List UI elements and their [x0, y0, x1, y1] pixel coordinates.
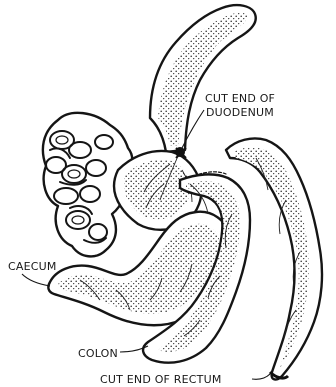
label-rectum-text: CUT END OF RECTUM: [100, 373, 222, 386]
label-duodenum-line2: DUODENUM: [206, 106, 274, 119]
duodenum-loop: [150, 5, 256, 152]
label-caecum-text: CAECUM: [8, 260, 57, 273]
duodenum-cut-end: [175, 147, 186, 158]
label-colon-text: COLON: [78, 347, 118, 360]
label-rectum: CUT END OF RECTUM: [100, 373, 270, 386]
label-colon: COLON: [78, 346, 148, 360]
label-duodenum-line1: CUT END OF: [205, 92, 275, 105]
